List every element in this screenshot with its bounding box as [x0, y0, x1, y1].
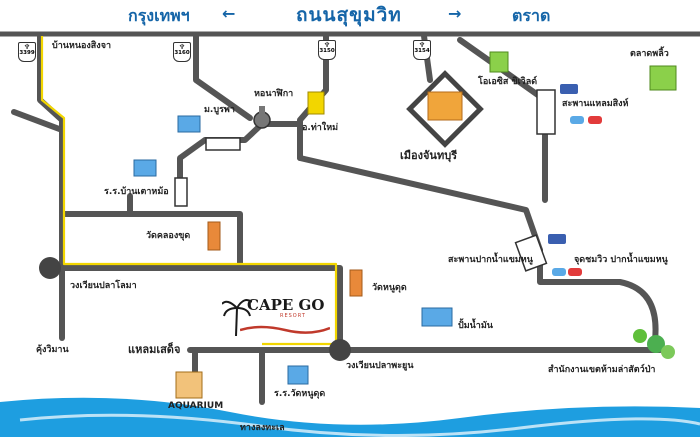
label-jud-chom-wiew: จุดชมวิว ปากน้ำแขมหนู: [574, 255, 668, 265]
bridge-icon: [174, 177, 188, 207]
building-icon: [177, 115, 201, 133]
city-building-icon: [427, 91, 463, 121]
label-saphan-laem-sing: สะพานแหลมสิงห์: [562, 99, 629, 109]
market-icon: [649, 65, 677, 91]
car-icon: [588, 116, 602, 124]
aquarium-building-icon: [175, 371, 203, 399]
label-gas-station: ปั้มน้ำมัน: [458, 321, 493, 331]
sea: [0, 397, 700, 437]
palm-tree-icon: [222, 299, 252, 336]
brand-sub: RESORT: [280, 313, 306, 319]
highway-shield-3154: ♆ 3154: [413, 40, 431, 60]
header-left-city: กรุงเทพฯ: [128, 6, 190, 25]
highway-emblem-icon: ♆: [323, 41, 331, 49]
label-wat-khlong-khut: วัดคลองขุด: [146, 231, 191, 241]
label-burapha: ม.บูรพา: [204, 105, 235, 115]
highway-emblem-icon: ♆: [418, 41, 426, 49]
label-mueang-chanthaburi: เมืองจันทบุรี: [400, 149, 458, 162]
highway-number: 3160: [174, 50, 190, 56]
road-diagonal: [297, 155, 543, 253]
highway-shield-3150: ♆ 3150: [318, 40, 336, 60]
brand-name: CAPE GO: [247, 296, 325, 314]
car-icon: [568, 268, 582, 276]
label-talad-phloi: ตลาดพลิ้ว: [630, 49, 669, 59]
cape-go-logo: CAPE GO RESORT: [222, 296, 340, 344]
building-icon: [207, 221, 221, 251]
gas-station-icon: [421, 307, 453, 327]
label-ban-nong-sing: บ้านหนองสิงจา: [52, 41, 112, 51]
building-icon: [489, 51, 509, 73]
label-samnak-ngan: สำนักงานเขตห้ามล่าสัตว์ป่า: [548, 365, 656, 375]
tree-icons: [633, 329, 675, 359]
car-icon: [570, 116, 584, 124]
road-ban-tao-mor: [59, 211, 243, 271]
label-thang-long-thale: ทางลงทะเล: [240, 423, 285, 433]
label-saphan-pak-nam: สะพานปากน้ำแขมหนู: [448, 255, 533, 265]
clock-tower-icon: [259, 106, 265, 116]
roundabout-icon: [329, 339, 351, 361]
highway-emblem-icon: ♆: [178, 43, 186, 51]
header-left-arrow-icon: ←: [222, 4, 236, 23]
road-3399: [37, 33, 65, 271]
bus-icon: [560, 84, 578, 94]
tree-icon: [647, 335, 665, 353]
brand-wave-icon: [240, 325, 330, 334]
car-icon: [552, 268, 566, 276]
road-ring: [59, 265, 343, 353]
building-icon: [287, 365, 309, 385]
tree-icon: [633, 329, 647, 343]
tree-icon: [661, 345, 675, 359]
bridge-icon: [536, 89, 556, 135]
label-wong-wian-pla-loma: วงเวียนปลาโลมา: [70, 281, 137, 291]
building-icons: [133, 51, 677, 399]
highway-shield-3160: ♆ 3160: [173, 42, 191, 62]
sea-wave: [19, 413, 700, 437]
label-laem-sadet: แหลมเสด็จ: [128, 343, 181, 356]
header-right-city: ตราด: [512, 6, 551, 25]
bus-icon: [548, 234, 566, 244]
road-3160: [193, 33, 253, 121]
building-icon: [133, 159, 157, 177]
building-icon: [349, 269, 363, 297]
label-ror-wat-nong-dud: ร.ร.วัดหนูดุด: [274, 389, 326, 399]
road-east-loop: [537, 247, 659, 343]
header-road-name: ถนนสุขุมวิท: [296, 4, 402, 26]
label-wong-wian-pla-phayun: วงเวียนปลาพะยูน: [346, 361, 414, 371]
roundabout-icon: [39, 257, 61, 279]
road-clock: [177, 121, 303, 201]
label-aquarium: AQUARIUM: [168, 401, 224, 411]
highway-shield-3399: ♆ 3399: [18, 42, 36, 62]
highway-number: 3150: [319, 48, 335, 54]
label-clock-tower: หอนาฬิกา: [254, 89, 294, 99]
label-khung-wiman: คุ้งวิมาน: [36, 345, 69, 355]
building-icon: [307, 91, 325, 115]
highway-emblem-icon: ♆: [23, 43, 31, 51]
highway-number: 3154: [414, 48, 430, 54]
vehicle-icons: [548, 84, 602, 276]
road-left-spur: [11, 109, 65, 133]
label-wat-nong-dud: วัดหนูดุด: [372, 283, 407, 293]
label-ror-ban-tao-mor: ร.ร.บ้านเตาหม้อ: [104, 187, 169, 197]
highway-number: 3399: [19, 50, 35, 56]
label-a-tha-mai: อ.ท่าใหม่: [302, 123, 339, 133]
bridge-icon: [205, 137, 241, 151]
bridge-icon: [514, 234, 548, 272]
header-right-arrow-icon: →: [448, 4, 462, 23]
header-band: [0, 0, 700, 34]
label-oasis-world: โอเอซิส ขิเวิลด์: [478, 77, 538, 87]
